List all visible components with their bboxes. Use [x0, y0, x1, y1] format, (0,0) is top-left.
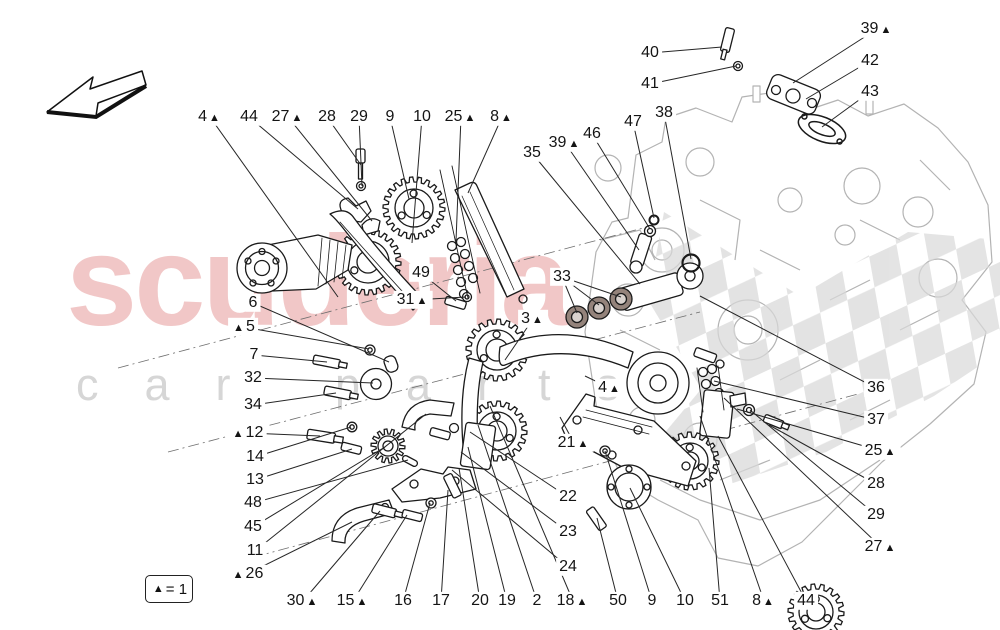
part-callout-29: 29 [864, 505, 888, 525]
part-callout-48: 48 [241, 493, 265, 513]
part-callout-39: 39▲ [545, 133, 585, 153]
part-callout-43: 43 [858, 82, 882, 102]
part-callout-49: 49 [409, 263, 433, 283]
part-callout-39: 39▲ [857, 19, 897, 39]
part-callout-40: 40 [638, 43, 662, 63]
part-callout-24: 24 [556, 557, 580, 577]
part-callout-46: 46 [580, 124, 604, 144]
part-callout-16: 16 [391, 591, 415, 611]
part-callout-22: 22 [556, 487, 580, 507]
legend-text: = 1 [165, 580, 188, 598]
part-callout-14: 14 [243, 447, 267, 467]
part-callout-31: 31▲ [393, 290, 433, 310]
part-callout-38: 38 [652, 103, 676, 123]
part-callout-15: 15▲ [333, 591, 373, 611]
part-callout-13: 13 [243, 470, 267, 490]
part-callout-9: 9 [382, 107, 398, 127]
part-callout-26: ▲26 [227, 564, 267, 584]
part-callout-9: 9 [644, 591, 660, 611]
part-callout-41: 41 [638, 74, 662, 94]
part-callout-7: 7 [246, 345, 262, 365]
part-callout-19: 19 [495, 591, 519, 611]
part-callout-5: ▲5 [228, 317, 258, 337]
part-callout-4: 4▲ [595, 378, 625, 398]
part-callout-21: 21▲ [554, 433, 594, 453]
part-callout-30: 30▲ [283, 591, 323, 611]
part-callout-47: 47 [621, 112, 645, 132]
part-callout-44: 44 [794, 591, 818, 611]
part-callout-23: 23 [556, 522, 580, 542]
part-callout-27: 27▲ [268, 107, 308, 127]
part-callout-27: 27▲ [861, 537, 901, 557]
part-callout-12: ▲12 [227, 423, 267, 443]
part-callout-28: 28 [864, 474, 888, 494]
part-callout-28: 28 [315, 107, 339, 127]
part-callout-51: 51 [708, 591, 732, 611]
part-callout-50: 50 [606, 591, 630, 611]
legend-triangle-marker: ▲ [152, 583, 164, 595]
part-callout-32: 32 [241, 368, 265, 388]
legend-box: ▲ = 1 [145, 575, 193, 603]
part-callout-4: 4▲ [195, 107, 225, 127]
part-callout-17: 17 [429, 591, 453, 611]
part-callout-10: 10 [673, 591, 697, 611]
part-callout-10: 10 [410, 107, 434, 127]
direction-arrow-icon [46, 70, 148, 120]
part-callout-33: 33 [550, 267, 574, 287]
part-callout-3: 3▲ [518, 309, 548, 329]
part-callout-8: 8▲ [749, 591, 779, 611]
part-callout-35: 35 [520, 143, 544, 163]
part-callout-37: 37 [864, 410, 888, 430]
parts-lineart [236, 27, 847, 544]
part-callout-2: 2 [529, 591, 545, 611]
part-callout-11: 11 [243, 541, 267, 561]
part-callout-34: 34 [241, 395, 265, 415]
part-callout-42: 42 [858, 51, 882, 71]
part-callout-6: 6 [245, 293, 261, 313]
part-callout-18: 18▲ [553, 591, 593, 611]
part-callout-25: 25▲ [441, 107, 481, 127]
part-callout-45: 45 [241, 517, 265, 537]
part-callout-36: 36 [864, 378, 888, 398]
part-callout-8: 8▲ [487, 107, 517, 127]
part-callout-25: 25▲ [861, 441, 901, 461]
part-callout-29: 29 [347, 107, 371, 127]
part-callout-44: 44 [237, 107, 261, 127]
part-callout-20: 20 [468, 591, 492, 611]
